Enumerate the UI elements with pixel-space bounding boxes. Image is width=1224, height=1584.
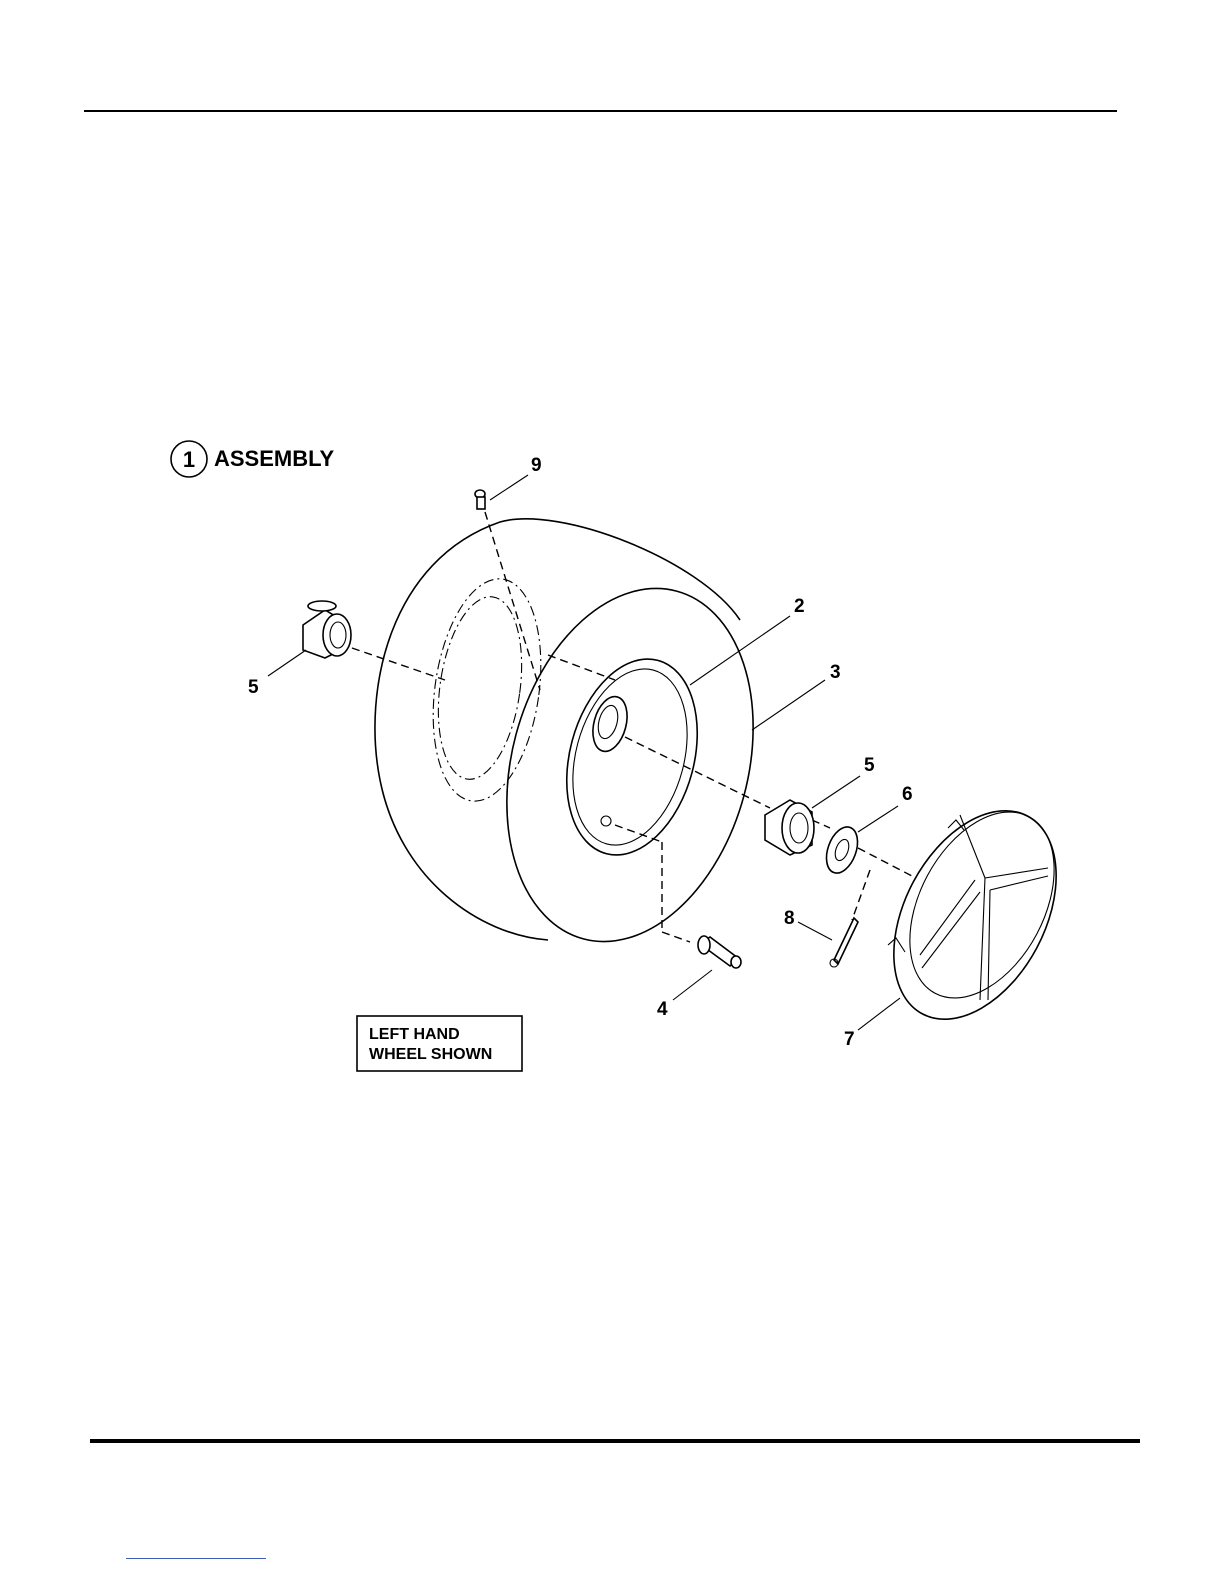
axis-line-hub-upper	[548, 655, 615, 680]
callout-5-left: 5	[248, 677, 259, 698]
callout-8: 8	[784, 908, 795, 929]
tire-front-sidewall	[469, 561, 790, 970]
valve-stem	[698, 936, 741, 968]
callout-numbers: 9 2 3 5 5 6 8 4 7	[248, 455, 913, 1050]
note-line-2: WHEEL SHOWN	[369, 1046, 492, 1063]
hidden-back-rim	[420, 572, 554, 808]
leader-3	[752, 680, 825, 730]
valve-hole	[601, 816, 611, 826]
bushing-left-flange	[308, 601, 336, 611]
callout-leaders	[268, 475, 900, 1030]
callout-9: 9	[531, 455, 542, 476]
leader-5-left	[268, 650, 306, 676]
left-hand-note-box: LEFT HAND WHEEL SHOWN	[357, 1016, 522, 1071]
leader-6	[858, 806, 898, 832]
valve-line-horizontal	[615, 825, 662, 842]
leader-2	[690, 616, 790, 685]
washer	[821, 823, 864, 878]
cotter-pin	[830, 918, 858, 967]
grease-fitting	[475, 490, 485, 509]
grease-fitting-body	[477, 497, 485, 509]
cotter-pin-body	[834, 918, 858, 964]
assembly-title: 1 ASSEMBLY	[171, 441, 335, 477]
tire-tread-outline	[375, 519, 740, 940]
rim-hub	[587, 693, 632, 755]
callout-7: 7	[844, 1029, 855, 1050]
leader-4	[673, 970, 712, 1000]
cotter-pin-line	[852, 870, 870, 920]
callout-3: 3	[830, 662, 841, 683]
leader-7	[858, 998, 900, 1030]
tire	[375, 519, 791, 970]
leader-5-right	[812, 776, 860, 808]
callout-2: 2	[794, 596, 805, 617]
grease-fitting-line	[485, 512, 540, 690]
callout-4: 4	[657, 999, 668, 1020]
assembly-label: ASSEMBLY	[214, 446, 335, 471]
valve-line-end	[662, 932, 690, 942]
axis-line-left-bushing	[352, 648, 445, 680]
valve-stem-cap	[731, 956, 741, 968]
assembly-number: 1	[183, 447, 195, 472]
bushing-right	[765, 800, 814, 855]
note-line-1: LEFT HAND	[369, 1026, 460, 1043]
bushing-left-face	[323, 614, 351, 656]
callout-5-right: 5	[864, 755, 875, 776]
valve-stem-base	[698, 936, 710, 954]
assembly-lines	[352, 512, 912, 942]
rim	[546, 644, 718, 869]
axis-line-cap	[858, 848, 912, 876]
washer-outer	[821, 823, 864, 878]
hidden-back-rim-inner	[428, 591, 533, 784]
axis-line-hub-right	[625, 737, 770, 808]
rim-outer	[546, 644, 718, 869]
bushing-right-face	[782, 803, 814, 853]
callout-6: 6	[902, 784, 913, 805]
leader-8	[798, 922, 832, 940]
leader-9	[490, 475, 528, 500]
bushing-left	[303, 601, 351, 658]
hub-cap	[861, 783, 1090, 1047]
